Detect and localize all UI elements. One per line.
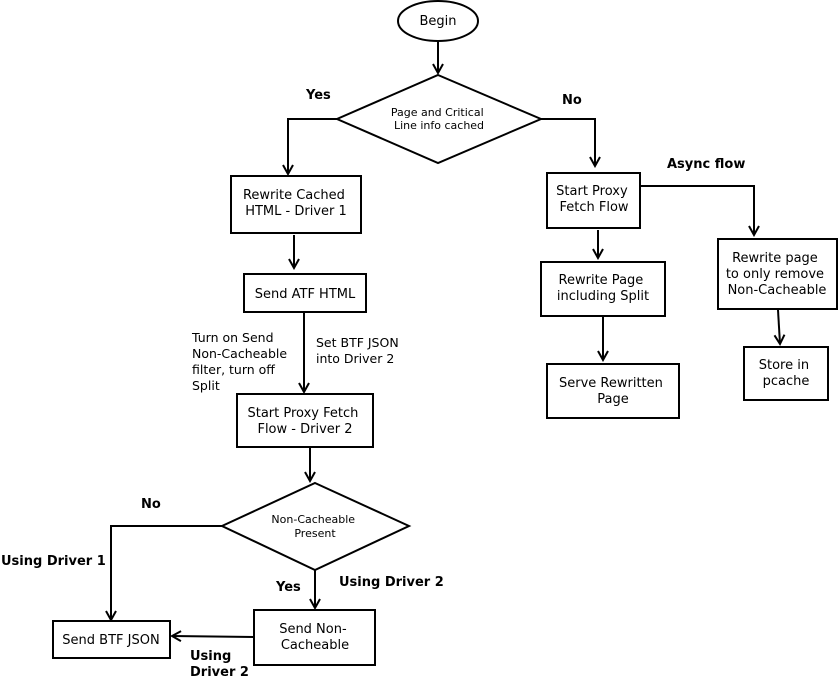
label-no-noncacheable: No bbox=[141, 497, 161, 512]
svg-text:Rewrite Page including S: Rewrite Page including Split bbox=[557, 273, 649, 304]
edge-no-to-send-btf-json bbox=[111, 525, 222, 620]
svg-text:Turn on Send Non-Cacheable: Turn on Send Non-Cacheable filter, turn … bbox=[191, 330, 291, 393]
rewrite-page-split-box: Rewrite Page including Split bbox=[540, 261, 666, 317]
send-noncacheable-line1: Send Non- bbox=[279, 622, 347, 637]
send-noncacheable-box: Send Non- Cacheable bbox=[253, 609, 376, 666]
svg-text:Async flow: Async flow bbox=[667, 157, 745, 172]
svg-text:Rewrite page to only rem: Rewrite page to only remove Non-Cacheabl… bbox=[726, 251, 828, 298]
svg-text:Start Proxy Fetch Flow: Start Proxy Fetch Flow bbox=[556, 184, 632, 215]
label-turn-on-filter-line3: filter, turn off bbox=[192, 362, 275, 377]
start-proxy-fetch-line1: Start Proxy bbox=[556, 184, 628, 199]
svg-text:Set BTF JSON into Driver 2: Set BTF JSON into Driver 2 bbox=[316, 335, 403, 366]
start-proxy-driver2-line1: Start Proxy Fetch bbox=[247, 406, 358, 421]
begin-node-label: Begin bbox=[419, 14, 456, 29]
edge-yes-to-rewrite-cached bbox=[288, 118, 337, 174]
decision-noncacheable: Non-Cacheable Present bbox=[219, 481, 412, 572]
edges bbox=[111, 42, 780, 637]
rewrite-split-line2: including Split bbox=[557, 289, 649, 304]
serve-rewritten-line2: Page bbox=[597, 392, 628, 407]
label-no-cached: No bbox=[562, 93, 582, 108]
svg-text:Using Driver 1: Using Driver 1 bbox=[1, 554, 106, 569]
start-proxy-driver2-line2: Flow - Driver 2 bbox=[257, 422, 352, 437]
store-pcache-line1: Store in bbox=[759, 358, 809, 373]
decision-page-cached-line2: Line info cached bbox=[394, 119, 484, 132]
label-set-btf-json-line2: into Driver 2 bbox=[316, 351, 394, 366]
label-using-driver2-bottom-line2: Driver 2 bbox=[190, 665, 249, 679]
svg-text:Send ATF HTML: Send ATF HTML bbox=[255, 287, 356, 302]
serve-rewritten-box: Serve Rewritten Page bbox=[546, 363, 680, 419]
rewrite-remove-line1: Rewrite page bbox=[732, 251, 818, 266]
label-using-driver1: Using Driver 1 bbox=[1, 554, 106, 569]
decision-noncacheable-line1: Non-Cacheable bbox=[271, 513, 355, 526]
svg-text:Page and Critical Line i: Page and Critical Line info cached bbox=[391, 106, 487, 132]
svg-text:Send BTF JSON: Send BTF JSON bbox=[62, 633, 159, 648]
svg-text:Yes: Yes bbox=[305, 88, 331, 103]
rewrite-remove-line2: to only remove bbox=[726, 267, 824, 282]
label-yes-noncacheable: Yes bbox=[275, 580, 301, 595]
label-turn-on-filter-line1: Turn on Send bbox=[191, 330, 274, 345]
rewrite-remove-noncacheable-box: Rewrite page to only remove Non-Cacheabl… bbox=[717, 238, 838, 310]
svg-text:Send Non- Cacheable: Send Non- Cacheable bbox=[279, 622, 351, 653]
send-btf-json-label: Send BTF JSON bbox=[62, 633, 159, 648]
svg-text:No: No bbox=[141, 497, 161, 512]
edge-rewrite-remove-to-store bbox=[778, 309, 780, 344]
rewrite-remove-line3: Non-Cacheable bbox=[728, 283, 827, 298]
store-pcache-line2: pcache bbox=[763, 374, 810, 389]
store-pcache-box: Store in pcache bbox=[743, 346, 829, 401]
label-turn-on-filter-line2: Non-Cacheable bbox=[192, 346, 287, 361]
serve-rewritten-line1: Serve Rewritten bbox=[559, 376, 663, 391]
decision-page-cached-line1: Page and Critical bbox=[391, 106, 484, 119]
svg-text:Non-Cacheable Present: Non-Cacheable Present bbox=[271, 513, 358, 540]
svg-text:Serve Rewritten Page: Serve Rewritten Page bbox=[559, 376, 667, 407]
rewrite-split-line1: Rewrite Page bbox=[559, 273, 644, 288]
send-btf-json-box: Send BTF JSON bbox=[52, 620, 171, 659]
rewrite-cached-line2: HTML - Driver 1 bbox=[245, 204, 347, 219]
label-turn-on-filter-line4: Split bbox=[192, 378, 220, 393]
svg-text:Using Driver 2: Using Driver 2 bbox=[190, 649, 249, 679]
svg-text:Using Driver 2: Using Driver 2 bbox=[339, 575, 444, 590]
svg-text:Rewrite Cached HTML - Dr: Rewrite Cached HTML - Driver 1 bbox=[243, 188, 349, 219]
begin-node: Begin bbox=[397, 0, 479, 42]
rewrite-cached-html-box: Rewrite Cached HTML - Driver 1 bbox=[230, 175, 362, 234]
edge-send-noncacheable-to-send-btf-json bbox=[172, 636, 255, 637]
start-proxy-fetch-box: Start Proxy Fetch Flow bbox=[546, 172, 641, 229]
edge-async-flow bbox=[640, 185, 754, 235]
label-set-btf-json-line1: Set BTF JSON bbox=[316, 335, 399, 350]
edge-no-to-start-proxy bbox=[541, 118, 595, 166]
decision-page-cached: Page and Critical Line info cached bbox=[334, 73, 544, 165]
label-yes-cached: Yes bbox=[305, 88, 331, 103]
svg-text:Start Proxy Fetch Flow -: Start Proxy Fetch Flow - Driver 2 bbox=[247, 406, 362, 437]
label-async-flow: Async flow bbox=[667, 157, 745, 172]
send-noncacheable-line2: Cacheable bbox=[281, 638, 349, 653]
svg-text:Yes: Yes bbox=[275, 580, 301, 595]
label-using-driver2-top: Using Driver 2 bbox=[339, 575, 444, 590]
decision-noncacheable-line2: Present bbox=[294, 527, 336, 540]
svg-text:Store in pcache: Store in pcache bbox=[759, 358, 813, 389]
send-atf-html-box: Send ATF HTML bbox=[243, 273, 367, 313]
label-using-driver2-bottom-line1: Using bbox=[190, 649, 231, 664]
send-atf-label: Send ATF HTML bbox=[255, 287, 356, 302]
rewrite-cached-line1: Rewrite Cached bbox=[243, 188, 345, 203]
start-proxy-driver2-box: Start Proxy Fetch Flow - Driver 2 bbox=[236, 393, 374, 448]
svg-text:No: No bbox=[562, 93, 582, 108]
start-proxy-fetch-line2: Fetch Flow bbox=[559, 200, 628, 215]
svg-text:Begin: Begin bbox=[419, 14, 456, 29]
